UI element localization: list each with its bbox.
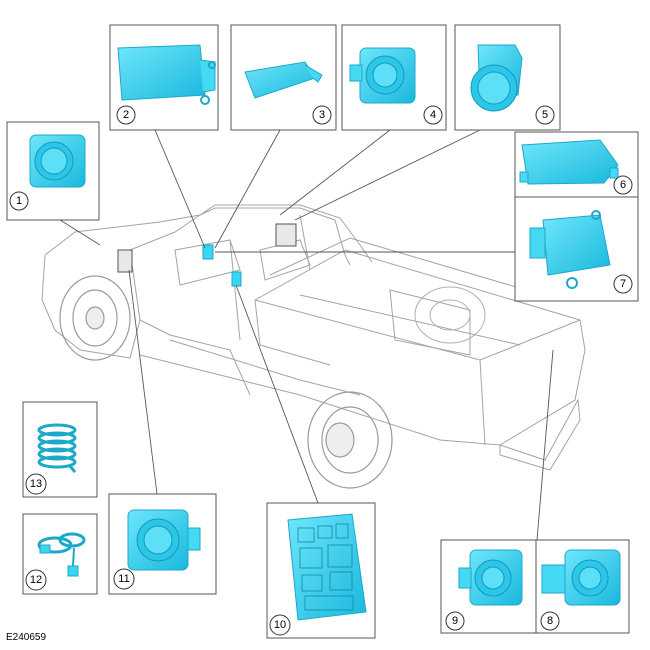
callout-number-1: 1 bbox=[16, 195, 22, 207]
pickup-truck-illustration bbox=[41, 204, 586, 471]
callout-number-2: 2 bbox=[123, 109, 129, 121]
control-module-icon bbox=[529, 210, 611, 289]
truck-fuse-box-highlight bbox=[231, 271, 242, 287]
spare-tire bbox=[414, 286, 486, 344]
truck-mirror-left bbox=[117, 249, 133, 273]
truck-module-highlight bbox=[202, 244, 214, 260]
callout-number-4: 4 bbox=[430, 109, 436, 121]
wiring-harness-icon bbox=[37, 532, 86, 577]
callout-number-3: 3 bbox=[319, 109, 325, 121]
callout-number-13: 13 bbox=[30, 478, 42, 490]
camera-icon bbox=[349, 47, 416, 104]
callout-number-9: 9 bbox=[452, 615, 458, 627]
callout-number-12: 12 bbox=[30, 574, 42, 586]
control-module-icon bbox=[519, 139, 619, 185]
callout-number-8: 8 bbox=[547, 615, 553, 627]
callout-number-5: 5 bbox=[542, 109, 548, 121]
camera-icon bbox=[470, 44, 523, 112]
front-wheel bbox=[59, 275, 131, 361]
camera-icon bbox=[29, 134, 86, 188]
coiled-cable-icon bbox=[37, 423, 77, 473]
control-module-icon bbox=[117, 44, 216, 105]
rear-wheel bbox=[307, 391, 393, 489]
truck-mirror-right bbox=[275, 223, 297, 247]
sensor-icon bbox=[244, 61, 323, 99]
leader-lines bbox=[59, 129, 554, 541]
fuse-box-icon bbox=[287, 513, 367, 621]
camera-icon bbox=[458, 549, 523, 606]
callout-number-11: 11 bbox=[118, 573, 129, 585]
camera-icon bbox=[127, 509, 201, 571]
camera-icon bbox=[541, 549, 621, 606]
figure-reference-code: E240659 bbox=[6, 632, 46, 643]
callout-number-7: 7 bbox=[620, 278, 626, 290]
callout-number-10: 10 bbox=[274, 619, 286, 631]
callout-number-6: 6 bbox=[620, 179, 626, 191]
